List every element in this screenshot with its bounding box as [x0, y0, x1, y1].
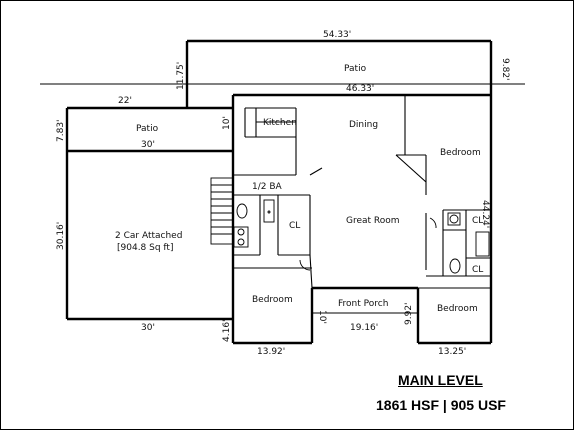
- label-great-room: Great Room: [346, 216, 400, 226]
- label-closet-mid: CL: [289, 221, 300, 231]
- dim-bedroom-se-width: 13.25': [438, 347, 466, 357]
- garage-outline: [65, 149, 233, 321]
- label-garage-area: [904.8 Sq ft]: [117, 243, 173, 253]
- label-front-porch: Front Porch: [338, 299, 388, 309]
- dim-house-width: 46.33': [346, 84, 374, 94]
- dim-kitchen-side: 10': [222, 116, 232, 130]
- dim-porch-left: 10': [317, 310, 327, 324]
- dim-patio-left-width: 22': [118, 96, 132, 106]
- interior-walls: [233, 95, 491, 289]
- dim-top-right-side: 9.82': [500, 58, 510, 81]
- fixtures: [233, 199, 490, 274]
- label-half-bath: 1/2 BA: [252, 182, 283, 192]
- label-bedroom-sw: Bedroom: [252, 295, 293, 305]
- dim-bedroom-sw-side: 4.16': [222, 319, 232, 342]
- label-bedroom-ne: Bedroom: [440, 148, 481, 158]
- dim-right-side: 44.24': [480, 200, 490, 228]
- label-bedroom-se: Bedroom: [437, 304, 478, 314]
- dim-bedroom-sw-width: 13.92': [257, 347, 285, 357]
- label-closet-e1: CL: [472, 216, 483, 226]
- label-dining: Dining: [349, 120, 378, 130]
- dim-top-left-side: 11.75': [176, 62, 186, 90]
- label-patio-top: Patio: [344, 64, 367, 74]
- dim-garage-top: 30': [141, 140, 155, 150]
- dim-garage-side: 30.16': [56, 222, 66, 250]
- dim-top-width: 54.33': [323, 30, 351, 40]
- label-closet-e2: CL: [472, 265, 483, 275]
- dim-porch-width: 19.16': [350, 323, 378, 333]
- label-garage: 2 Car Attached: [115, 231, 182, 241]
- label-kitchen: Kitchen: [263, 118, 297, 128]
- label-patio-left: Patio: [136, 124, 159, 134]
- patio-left-outline: [65, 106, 233, 151]
- house-exterior-walls: [231, 93, 493, 345]
- dim-garage-bottom: 30': [141, 323, 155, 333]
- patio-top-outline: [185, 39, 493, 108]
- dim-patio-left-depth: 7.83': [56, 119, 66, 142]
- level-title: MAIN LEVEL: [398, 372, 483, 388]
- dim-porch-right: 9.92': [404, 302, 414, 325]
- square-footage: 1861 HSF | 905 USF: [376, 397, 506, 413]
- garage-steps: [210, 177, 234, 245]
